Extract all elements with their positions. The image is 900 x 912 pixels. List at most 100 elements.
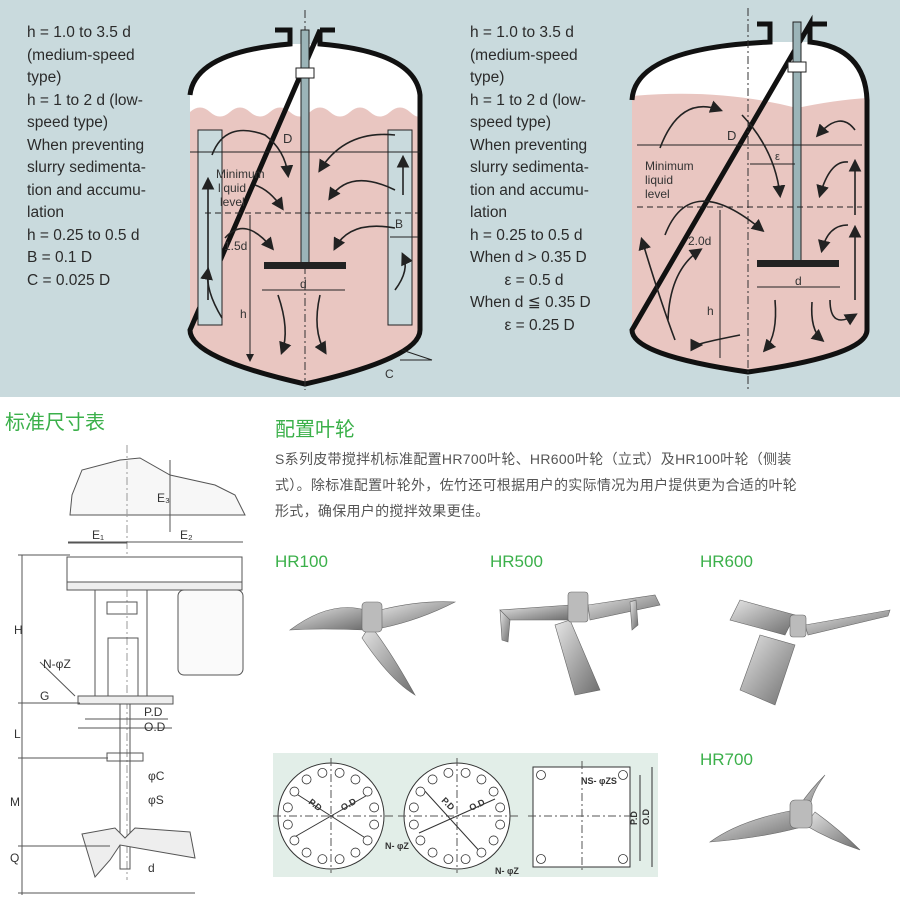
agitator-dimension-drawing: H N-φZ G L M Q d E₁ E₂ E₃ P.D O.D φC φS: [10, 445, 246, 895]
baffle-left: [197, 129, 223, 326]
dim-d: d: [148, 861, 155, 875]
bolt-hole: [618, 854, 628, 864]
spec-line: C = 0.025 D: [27, 271, 111, 289]
impeller-right: [757, 260, 839, 267]
square-pd-label: P.D: [629, 811, 639, 825]
hr100-impeller-image: [289, 601, 457, 696]
paragraph-line: 形式，确保用户的搅拌效果更佳。: [275, 503, 490, 519]
bolt-hole: [476, 847, 487, 858]
spec-line: When d > 0.35 D: [470, 249, 587, 266]
hr700-impeller-image: [708, 774, 861, 851]
dim-M: M: [10, 795, 20, 809]
bolt-hole: [317, 767, 328, 778]
label-C: C: [385, 367, 394, 381]
flange1-nz-label: N- φZ: [385, 841, 409, 851]
spec-line: h = 1.0 to 3.5 d: [470, 24, 574, 41]
bolt-hole: [618, 770, 628, 780]
dim-L: L: [14, 727, 21, 741]
spec-line: ε = 0.25 D: [470, 316, 575, 334]
impeller-left: [264, 262, 346, 269]
label-min-level-r2: liquid: [645, 173, 673, 187]
spec-line: speed type): [27, 114, 108, 131]
tank-right: D ε Minimum liquid level 2.0d d h: [629, 8, 870, 392]
bolt-hole: [334, 854, 345, 865]
tank-diagrams: D Minimum liquid level 1.5d d h B C: [187, 8, 870, 392]
spec-line: When preventing: [27, 136, 145, 154]
tank-left: D Minimum liquid level 1.5d d h B C: [187, 10, 433, 390]
spec-line: ε = 0.5 d: [470, 271, 564, 289]
spec-line: tion and accumu-: [27, 181, 146, 199]
hr600-impeller-image: [729, 599, 891, 706]
spec-line: type): [27, 69, 62, 86]
flange-diagrams: P.D O.D N- φZ P.D O.D N- φZ NS- φZS P.D …: [273, 753, 658, 877]
label-min-level-r3: level: [645, 187, 670, 201]
impeller-label-hr600: HR600: [700, 552, 753, 571]
dim-G: G: [40, 689, 49, 703]
dim-phiC: φC: [148, 769, 165, 783]
bolt-hole: [495, 802, 506, 813]
mixing-tank-diagram-panel: h = 1.0 to 3.5 d (medium-speed type) h = 1 …: [0, 0, 900, 397]
bolt-hole: [408, 819, 419, 830]
label-D: D: [283, 131, 292, 146]
label-min-level-2: liquid: [218, 181, 246, 195]
spec-line: lation: [27, 204, 65, 221]
square-od-label: O.D: [641, 808, 651, 825]
bolt-hole: [317, 854, 328, 865]
bolt-hole: [362, 786, 373, 797]
bolt-hole: [415, 835, 426, 846]
spec-line: B = 0.1 D: [27, 249, 93, 266]
bolt-hole: [476, 774, 487, 785]
spec-line: lation: [470, 204, 508, 221]
label-d-right: d: [795, 274, 802, 288]
label-min-level-3: level: [220, 195, 245, 209]
bolt-hole: [495, 819, 506, 830]
spec-line: When preventing: [470, 136, 588, 154]
label-2-0d: 2.0d: [688, 234, 711, 248]
bolt-hole: [301, 774, 312, 785]
bolt-hole: [460, 854, 471, 865]
spec-line: slurry sedimenta-: [27, 159, 146, 176]
label-B: B: [395, 217, 403, 231]
bolt-hole: [427, 847, 438, 858]
bolt-hole: [350, 774, 361, 785]
liquid-right: [632, 93, 867, 372]
spec-line: tion and accumu-: [470, 181, 589, 199]
spec-line: h = 1.0 to 3.5 d: [27, 24, 131, 41]
spec-line: h = 1 to 2 d (low-: [470, 91, 586, 109]
spec-line: h = 0.25 to 0.5 d: [27, 226, 140, 244]
impeller-label-hr100: HR100: [275, 552, 328, 571]
spec-line: type): [470, 69, 505, 86]
dim-phiS: φS: [148, 793, 164, 807]
dim-E2: E₂: [180, 528, 193, 542]
hr500-impeller-image: [499, 591, 661, 696]
impeller-images: [289, 591, 891, 851]
paragraph-line: 式）。除标准配置叶轮外，佐竹还可根据用户的实际情况为用户提供更为合适的叶轮: [275, 477, 798, 493]
impeller-description: S系列皮带搅拌机标准配置HR700叶轮、HR600叶轮（立式）及HR100叶轮（…: [275, 446, 797, 524]
label-D-right: D: [727, 128, 736, 143]
dim-H: H: [14, 623, 23, 637]
label-h-right: h: [707, 304, 714, 318]
impeller-title: 配置叶轮: [275, 419, 355, 441]
dim-Q: Q: [10, 851, 19, 865]
spec-line: When d ≦ 0.35 D: [470, 294, 591, 311]
bolt-hole: [282, 819, 293, 830]
bolt-hole: [408, 802, 419, 813]
spec-line: speed type): [470, 114, 551, 131]
bolt-hole: [415, 786, 426, 797]
bolt-hole: [488, 835, 499, 846]
bolt-hole: [536, 854, 546, 864]
dim-E3: E₃: [157, 491, 170, 505]
bolt-hole: [289, 786, 300, 797]
bolt-hole: [488, 786, 499, 797]
dim-OD: O.D: [144, 720, 166, 734]
dimensions-title: 标准尺寸表: [5, 412, 105, 434]
bolt-hole: [369, 802, 380, 813]
bolt-hole: [369, 819, 380, 830]
square-nszs-label: NS- φZS: [581, 776, 617, 786]
spec-line: (medium-speed: [27, 46, 135, 64]
bolt-hole: [460, 767, 471, 778]
impeller-label-hr500: HR500: [490, 552, 543, 571]
label-1-5d: 1.5d: [224, 239, 247, 253]
